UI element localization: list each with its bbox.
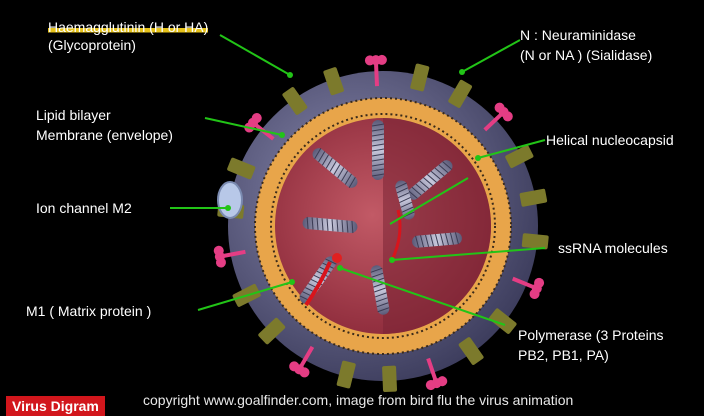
label-glycoprotein: (Glycoprotein)	[48, 36, 136, 54]
label-lipid-bilayer: Lipid bilayer	[36, 106, 111, 124]
label-haemagglutinin: Haemagglutinin (H or HA)	[48, 18, 208, 36]
ion-channel-m2	[218, 182, 242, 218]
label-ssrna: ssRNA molecules	[558, 239, 668, 257]
label-sialidase: (N or NA ) (Sialidase)	[520, 46, 652, 64]
label-polymerase-subunits: PB2, PB1, PA)	[518, 346, 609, 364]
label-neuraminidase: N : Neuraminidase	[520, 26, 636, 44]
label-membrane-envelope: Membrane (envelope)	[36, 126, 173, 144]
copyright-caption: copyright www.goalfinder.com, image from…	[143, 391, 573, 409]
label-ion-channel: Ion channel M2	[36, 199, 132, 217]
label-polymerase: Polymerase (3 Proteins	[518, 326, 664, 344]
label-helical-nucleocapsid: Helical nucleocapsid	[546, 131, 674, 149]
caption-tag: Virus Digram	[6, 396, 105, 416]
nucleocapsid-coil	[372, 120, 384, 180]
label-m1-matrix: M1 ( Matrix protein )	[26, 302, 151, 320]
ha-spike	[382, 366, 397, 393]
